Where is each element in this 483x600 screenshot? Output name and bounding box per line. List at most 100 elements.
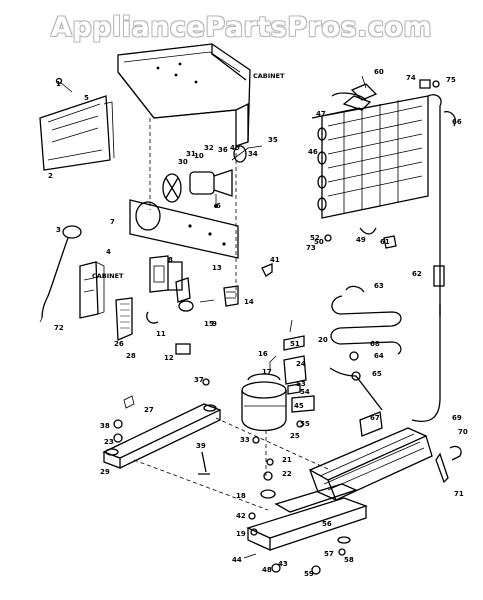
screw-50 (324, 234, 332, 242)
fan-motor-assembly (162, 145, 263, 208)
part-number: 22 (282, 470, 292, 478)
part-number: 51 (290, 340, 300, 348)
part-number: 73 (306, 244, 316, 252)
screw-37 (202, 378, 210, 386)
part-number: 17 (262, 368, 272, 376)
part-number: 32 (204, 144, 214, 152)
part-number: 7 (110, 218, 115, 226)
cabinet-label-left: CABINET (92, 272, 124, 280)
part-number: 75 (446, 76, 456, 84)
watermark: AppliancePartsPros.com (50, 12, 433, 43)
grommet-59 (311, 565, 321, 575)
washer-21 (266, 458, 274, 466)
part-number: 38 (100, 422, 110, 430)
evaporator-coil (329, 285, 402, 411)
base-rail-left (102, 395, 222, 469)
grommet-38 (113, 419, 123, 429)
part-number: 60 (374, 68, 384, 76)
part-number: 21 (282, 456, 292, 464)
tube-62 (411, 130, 441, 422)
part-number: 10 (194, 152, 204, 160)
grommet-48 (271, 563, 281, 573)
part-number: 31 (186, 150, 196, 158)
part-number: 18 (236, 492, 246, 500)
part-number: 64 (374, 352, 384, 360)
part-number: 14 (244, 298, 254, 306)
capacitor-bracket (115, 297, 159, 341)
part-number: 66 (452, 118, 462, 126)
fitting-65 (351, 371, 361, 381)
drain-pan (308, 411, 433, 502)
part-number: 71 (454, 490, 464, 498)
wire-harness (39, 225, 82, 323)
valve-assembly (283, 319, 315, 428)
part-number: 36 (218, 146, 228, 154)
part-number: 12 (164, 354, 174, 362)
part-number: 45 (294, 402, 304, 410)
part-number: 35 (268, 136, 278, 144)
grommet-22 (263, 471, 273, 481)
part-number: 70 (458, 428, 468, 436)
grommet-58 (338, 548, 346, 556)
part-number: 46 (308, 148, 318, 156)
part-number: 39 (196, 442, 206, 450)
part-number: 8 (168, 256, 173, 264)
part-number: 3 (56, 226, 61, 234)
side-panel-left (39, 95, 115, 171)
screw-33 (252, 436, 260, 444)
part-number: 40 (230, 144, 240, 152)
part-number: 33 (240, 436, 250, 444)
part-number: 61 (380, 238, 390, 246)
part-number: 54 (300, 388, 310, 396)
part-number: 44 (232, 556, 242, 564)
fitting-64 (349, 351, 359, 361)
clamp-66 (443, 111, 456, 127)
cabinet-top-panel (117, 43, 251, 147)
part-number: 16 (258, 350, 268, 358)
grommet-74 (419, 79, 431, 89)
part-number: 57 (324, 550, 334, 558)
part-number: 74 (406, 74, 416, 82)
part-number: 23 (104, 438, 114, 446)
insulator-12 (175, 343, 191, 355)
relay-bracket (79, 261, 105, 319)
part-number: 13 (212, 264, 222, 272)
clip-41 (261, 263, 273, 277)
part-number: 72 (54, 324, 64, 332)
part-number: 27 (144, 406, 154, 414)
screw-19 (250, 528, 258, 536)
part-number: 62 (412, 270, 422, 278)
part-number: 53 (296, 380, 306, 388)
screw-1 (59, 81, 73, 93)
part-number: 26 (114, 340, 124, 348)
screw-42 (248, 512, 256, 520)
part-number: 58 (344, 556, 354, 564)
part-number: 9 (212, 320, 217, 328)
bracket-60 (350, 83, 378, 101)
part-number: 25 (290, 432, 300, 440)
part-number: 37 (194, 376, 204, 384)
part-number: 19 (236, 530, 246, 538)
screw-75 (432, 80, 440, 88)
part-number: 65 (372, 370, 382, 378)
part-number: 28 (126, 352, 136, 360)
cabinet-label-top: CABINET (253, 72, 285, 80)
screw-44 (243, 553, 257, 559)
part-number: 48 (262, 566, 272, 574)
part-number: 6 (216, 202, 221, 210)
part-number-labels: 1 2 3 4 5 6 7 8 9 10 11 12 13 14 15 16 1… (48, 68, 468, 578)
part-number: 59 (304, 570, 314, 578)
part-number: 43 (278, 560, 288, 568)
part-number: 2 (48, 172, 53, 180)
part-number: 30 (178, 158, 188, 166)
part-number: 41 (270, 256, 280, 264)
start-relay (199, 285, 239, 307)
control-block (149, 255, 194, 312)
part-number: 50 (314, 238, 324, 246)
clamp-70 (449, 445, 462, 461)
part-number: 56 (322, 520, 332, 528)
bolt-39 (198, 451, 210, 475)
part-number: 42 (236, 512, 246, 520)
part-number: 4 (106, 248, 111, 256)
